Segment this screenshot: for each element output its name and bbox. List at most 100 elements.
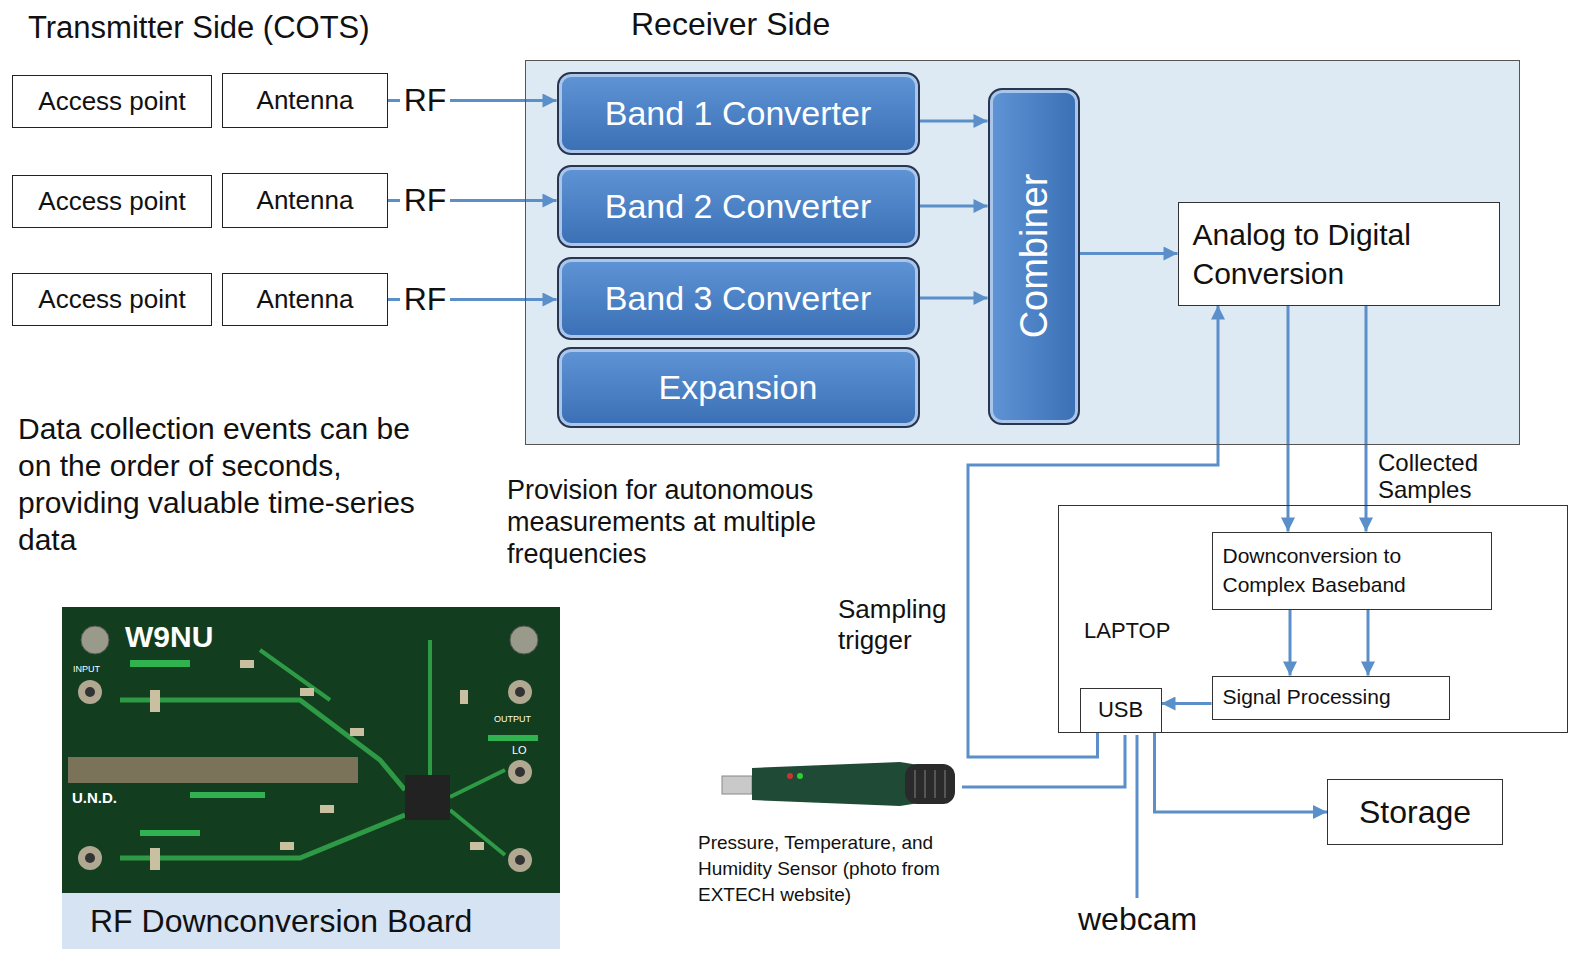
text-label: W9NU xyxy=(125,620,213,654)
edge-label: RF xyxy=(400,82,451,119)
smd-part xyxy=(350,728,364,736)
edge-label: Sampling trigger xyxy=(838,594,958,656)
node-text: Combiner xyxy=(1012,174,1055,339)
free-label-holder: LO xyxy=(512,744,527,756)
smd-part xyxy=(320,805,334,813)
converter-box: Band 3 Converter xyxy=(557,257,920,340)
free-label-holder: Provision for autonomous measurements at… xyxy=(507,474,887,570)
edge-label-holder: Collected Samples xyxy=(1378,449,1518,503)
free-label-holder: U.N.D. xyxy=(72,789,117,806)
sensor-vents xyxy=(915,770,945,798)
edge-label: RF xyxy=(400,281,451,318)
smd-part xyxy=(470,842,484,850)
sma-pin xyxy=(515,687,525,697)
heading-holder: LAPTOP xyxy=(1084,618,1170,644)
pcb-photo xyxy=(62,607,560,893)
sensor-photo xyxy=(722,762,955,806)
mixer-chip xyxy=(405,775,450,820)
node-text: LAPTOP xyxy=(1084,618,1170,644)
sma-pin xyxy=(515,855,525,865)
node-text: Access point xyxy=(38,186,185,217)
silk-bar xyxy=(140,830,200,836)
free-label-holder: Transmitter Side (COTS) xyxy=(28,10,370,46)
node-text: Access point xyxy=(38,284,185,315)
node-text: Antenna xyxy=(257,185,354,216)
access-box: Access point xyxy=(12,175,212,228)
free-label-holder: INPUT xyxy=(73,664,100,674)
edge-label-holder: RF xyxy=(400,182,451,219)
free-label-holder: Pressure, Temperature, and Humidity Sens… xyxy=(698,830,998,908)
access-box: Access point xyxy=(12,75,212,128)
text-label: OUTPUT xyxy=(494,714,531,724)
process-box: Downconversion to Complex Baseband xyxy=(1212,532,1492,610)
silk-bar xyxy=(488,735,538,741)
text-label: LO xyxy=(512,744,527,756)
sma-connector xyxy=(508,680,532,704)
sma-connector xyxy=(78,846,102,870)
edge-label-holder: RF xyxy=(400,281,451,318)
text-label: Pressure, Temperature, and Humidity Sens… xyxy=(698,830,998,908)
connector-arrow xyxy=(1155,733,1328,813)
connector-arrow xyxy=(1287,306,1290,532)
smd-part xyxy=(460,690,468,704)
text-label: INPUT xyxy=(73,664,100,674)
connector-arrow xyxy=(920,297,988,300)
converter-box: Band 1 Converter xyxy=(557,72,920,155)
pcb-trace xyxy=(450,770,505,797)
adc-box: Analog to Digital Conversion xyxy=(1178,202,1500,306)
smd-part xyxy=(280,842,294,850)
text-label: Transmitter Side (COTS) xyxy=(28,10,370,46)
smd-part xyxy=(240,660,254,668)
access-box: Antenna xyxy=(222,273,388,326)
sensor-led xyxy=(797,773,803,779)
sma-connector xyxy=(78,680,102,704)
connector-arrow xyxy=(1080,252,1178,255)
mount-hole xyxy=(81,626,109,654)
node-text: Receiver Side xyxy=(631,6,830,43)
node-text: USB xyxy=(1098,697,1143,723)
pcb-trace xyxy=(428,640,432,775)
node-text: Access point xyxy=(38,86,185,117)
usb-plug xyxy=(722,776,752,794)
sma-connector xyxy=(508,848,532,872)
panel-fill xyxy=(525,60,1520,445)
access-box: Antenna xyxy=(222,73,388,128)
mount-hole xyxy=(510,626,538,654)
node-text: RF Downconversion Board xyxy=(90,903,472,940)
smd-part xyxy=(150,690,160,712)
connector-arrow xyxy=(920,205,988,208)
sma-pin xyxy=(85,687,95,697)
storage-box: Storage xyxy=(1327,779,1503,845)
text-label: Provision for autonomous measurements at… xyxy=(507,474,887,570)
laptop-box: LAPTOP Downconversion to Complex Baseband… xyxy=(1058,505,1568,733)
node-text: Band 2 Converter xyxy=(605,187,872,226)
smd-part xyxy=(300,688,314,696)
converter-box: Expansion xyxy=(557,347,920,428)
silk-bar xyxy=(130,660,190,667)
connector-arrow xyxy=(1162,702,1212,705)
combiner-box: Combiner xyxy=(988,88,1080,425)
shield-strip xyxy=(68,757,358,783)
process-box: Signal Processing xyxy=(1212,676,1450,720)
text-label: Data collection events can be on the ord… xyxy=(18,410,418,558)
sensor-led xyxy=(787,773,793,779)
node-text: Expansion xyxy=(659,368,818,407)
sma-pin xyxy=(515,767,525,777)
pcb-board xyxy=(62,607,560,893)
caption-band: RF Downconversion Board xyxy=(62,893,560,949)
node-text: Band 3 Converter xyxy=(605,279,872,318)
sma-pin xyxy=(85,853,95,863)
pcb-trace xyxy=(120,815,405,858)
free-label-holder: Data collection events can be on the ord… xyxy=(18,410,418,558)
text-label: webcam xyxy=(1078,901,1197,938)
pcb-trace xyxy=(260,650,330,700)
connector-arrow xyxy=(1289,610,1292,676)
pcb-trace xyxy=(450,810,505,855)
edge-label: Collected Samples xyxy=(1378,449,1518,503)
connector-arrow xyxy=(1365,306,1368,532)
converter-box: Band 2 Converter xyxy=(557,165,920,248)
silk-bar xyxy=(190,792,265,798)
usb-port-box: USB xyxy=(1080,688,1162,733)
sma-connector xyxy=(508,760,532,784)
pcb-trace xyxy=(120,700,405,790)
